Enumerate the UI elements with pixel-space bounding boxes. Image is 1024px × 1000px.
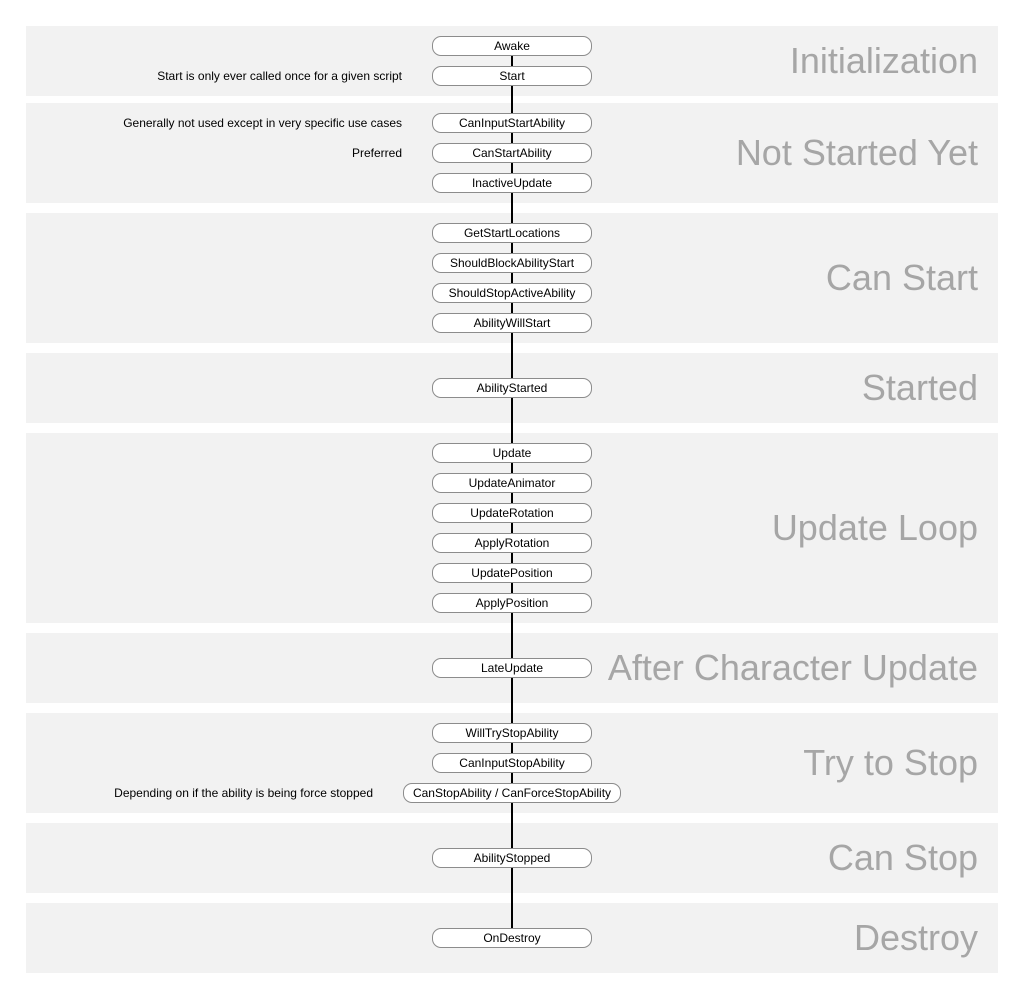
method-node-update: Update (432, 443, 592, 463)
method-node-start: Start (432, 66, 592, 86)
method-node-abilitywillstart: AbilityWillStart (432, 313, 592, 333)
method-node-updateposition: UpdatePosition (432, 563, 592, 583)
method-node-updateanimator: UpdateAnimator (432, 473, 592, 493)
method-node-applyposition: ApplyPosition (432, 593, 592, 613)
method-note: Generally not used except in very specif… (123, 116, 402, 130)
method-node-abilitystarted: AbilityStarted (432, 378, 592, 398)
method-note: Preferred (351, 146, 402, 160)
method-node-caninputstartability: CanInputStartAbility (432, 113, 592, 133)
method-node-applyrotation: ApplyRotation (432, 533, 592, 553)
stage-title: Destroy (853, 917, 978, 958)
method-node-inactiveupdate: InactiveUpdate (432, 173, 592, 193)
method-node-shouldblockabilitystart: ShouldBlockAbilityStart (432, 253, 592, 273)
method-node-getstartlocations: GetStartLocations (432, 223, 592, 243)
method-node-canstopability-canforcestopability: CanStopAbility / CanForceStopAbility (403, 783, 621, 803)
stage-title: Not Started Yet (735, 132, 978, 173)
method-node-abilitystopped: AbilityStopped (432, 848, 592, 868)
method-node-updaterotation: UpdateRotation (432, 503, 592, 523)
method-node-canstartability: CanStartAbility (432, 143, 592, 163)
stage-title: Update Loop (771, 507, 978, 548)
method-node-ondestroy: OnDestroy (432, 928, 592, 948)
stage-title: Started (861, 367, 978, 408)
method-node-willtrystopability: WillTryStopAbility (432, 723, 592, 743)
method-node-awake: Awake (432, 36, 592, 56)
stage-title: Initialization (789, 40, 978, 81)
method-note: Start is only ever called once for a giv… (157, 69, 402, 83)
method-note: Depending on if the ability is being for… (114, 786, 373, 800)
method-node-shouldstopactiveability: ShouldStopActiveAbility (432, 283, 592, 303)
method-node-caninputstopability: CanInputStopAbility (432, 753, 592, 773)
stage-title: Can Start (825, 257, 978, 298)
stage-title: After Character Update (607, 647, 978, 688)
stage-title: Try to Stop (803, 742, 978, 783)
method-node-lateupdate: LateUpdate (432, 658, 592, 678)
stage-title: Can Stop (827, 837, 978, 878)
